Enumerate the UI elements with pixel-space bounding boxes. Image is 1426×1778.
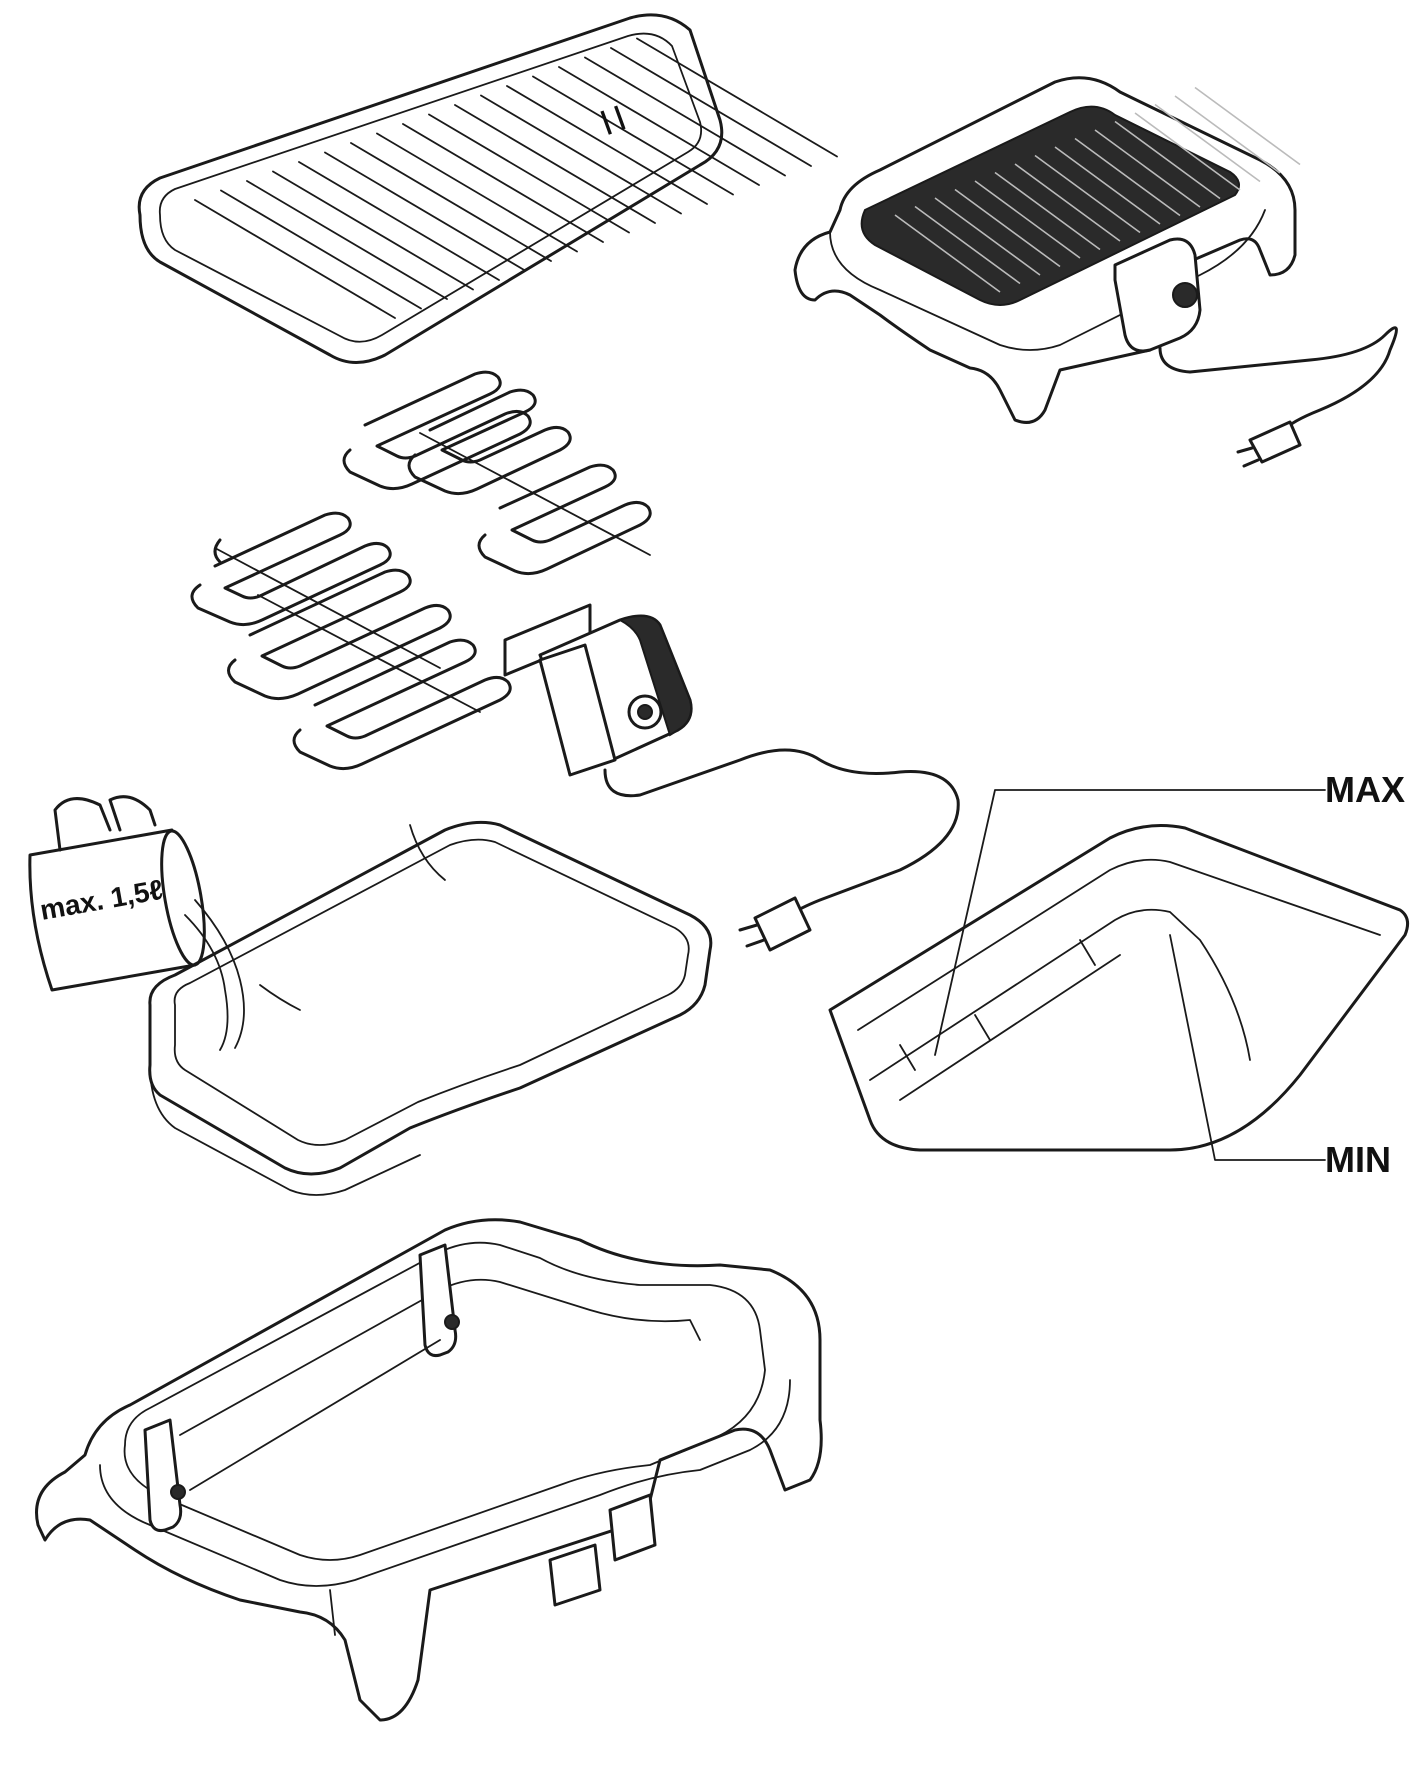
bar	[584, 56, 786, 177]
bar	[324, 151, 526, 272]
bar	[220, 189, 422, 310]
bar	[1174, 95, 1281, 174]
bar	[994, 171, 1101, 251]
power-cord	[603, 748, 960, 917]
assembled-grill	[793, 76, 1398, 468]
bar	[506, 85, 708, 205]
bar	[894, 214, 1001, 293]
bar	[298, 161, 500, 281]
min-label: MIN	[1325, 1139, 1391, 1180]
bar	[532, 75, 734, 196]
bar	[1034, 154, 1141, 234]
bar	[402, 123, 604, 243]
bar	[272, 170, 474, 291]
grill-rack-bars	[194, 37, 838, 319]
bar	[610, 47, 812, 167]
assembled-grill-bars	[894, 86, 1301, 293]
bar	[1094, 129, 1201, 208]
max-label: MAX	[1325, 769, 1405, 810]
bar	[1154, 103, 1261, 183]
bar	[1054, 146, 1161, 225]
assembled-grill-plug	[1236, 420, 1302, 468]
grill-rack: | |	[137, 13, 838, 364]
bar	[194, 199, 396, 319]
max-leader-line	[934, 789, 1326, 1056]
bar	[636, 37, 838, 158]
heating-element	[190, 370, 652, 771]
thermostat-control	[503, 603, 693, 777]
water-tray	[148, 820, 713, 1196]
bar	[954, 188, 1061, 268]
bar	[1074, 137, 1181, 217]
bar	[1114, 120, 1221, 200]
bar	[1014, 163, 1121, 242]
bar	[428, 113, 630, 234]
bar	[376, 132, 578, 253]
bar	[1134, 112, 1241, 191]
grill-base	[35, 1218, 823, 1722]
power-plug	[738, 896, 812, 952]
bar	[246, 180, 448, 300]
bar	[1194, 86, 1301, 166]
bar	[914, 205, 1021, 285]
assembled-grill-thermostat-knob	[1172, 282, 1198, 308]
bar	[934, 197, 1041, 276]
min-leader-line	[1169, 934, 1326, 1161]
bar	[350, 142, 552, 262]
bar	[558, 66, 760, 186]
water-level-detail	[828, 824, 1410, 1152]
water-jug: max. 1,5ℓ	[28, 795, 245, 1051]
bar	[454, 104, 656, 224]
bar	[974, 180, 1081, 259]
bar	[480, 94, 682, 215]
